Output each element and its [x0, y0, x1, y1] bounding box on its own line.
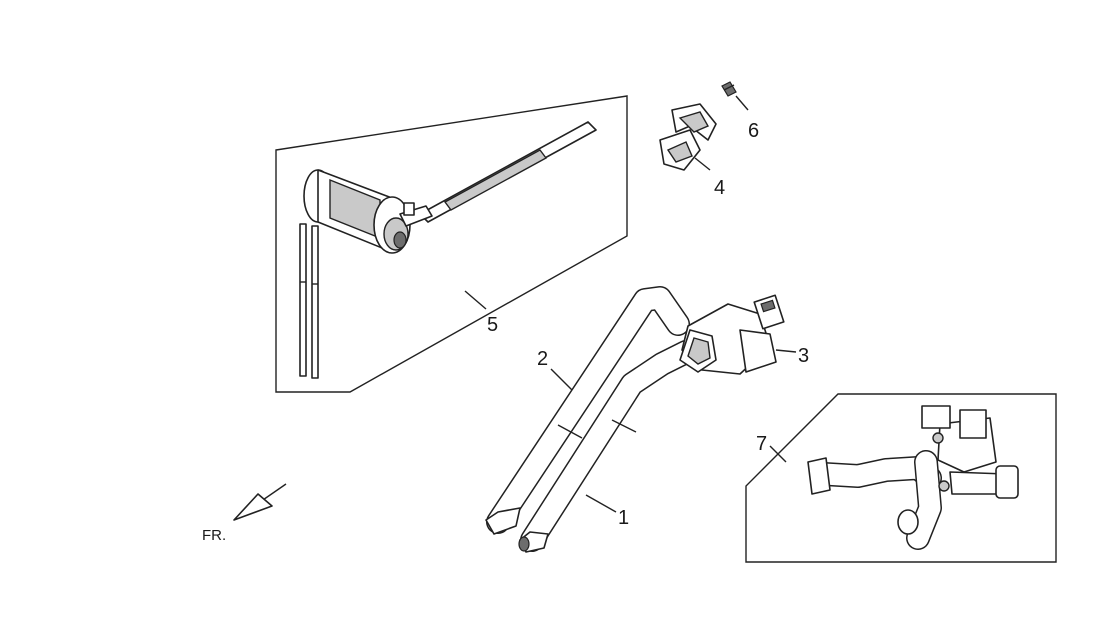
part-3-valve: [679, 294, 797, 375]
callout-5: 5: [487, 314, 498, 336]
leader-5: [464, 290, 487, 310]
part-5-cylinder: [303, 169, 433, 254]
part-6-bolt: [721, 81, 749, 111]
part-5-pipe: [419, 121, 597, 223]
part-1-hose: [518, 340, 698, 553]
callout-1: 1: [618, 507, 629, 529]
part-4-bracket: [659, 103, 717, 171]
callout-4: 4: [714, 177, 725, 199]
callout-2: 2: [537, 348, 548, 370]
direction-label: FR.: [202, 527, 226, 544]
leader-6: [735, 95, 749, 111]
leader-3: [775, 349, 797, 353]
part-5-legs: [299, 223, 319, 379]
front-direction-arrow: [233, 483, 287, 521]
part-5-inset: [275, 95, 628, 393]
leader-1: [585, 494, 617, 513]
leader-4: [694, 157, 711, 171]
leader-2: [550, 368, 573, 391]
part-2-hose: [485, 286, 690, 535]
callout-3: 3: [798, 345, 809, 367]
callout-7: 7: [756, 433, 767, 455]
part-7-inset: [745, 393, 1057, 563]
callout-6: 6: [748, 120, 759, 142]
leader-7: [769, 445, 787, 463]
